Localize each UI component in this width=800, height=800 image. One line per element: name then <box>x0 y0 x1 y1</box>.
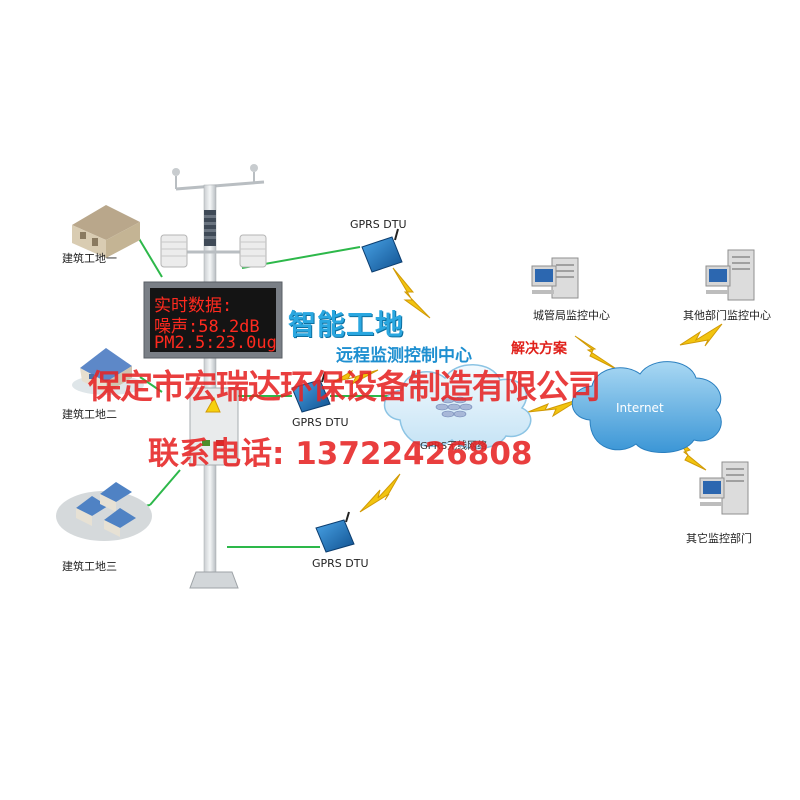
site-label-3: 建筑工地三 <box>62 560 117 573</box>
network-label: GPRS无线网络 <box>420 441 488 452</box>
monitor-station-2 <box>705 249 755 301</box>
monitor-station-3 <box>699 461 749 515</box>
monitor-label-2: 其他部门监控中心 <box>683 309 771 322</box>
gprs-dtu-middle <box>291 371 331 413</box>
monitor-station-1 <box>531 257 579 299</box>
site-label-1: 建筑工地一 <box>62 252 117 265</box>
sign-line-3: PM2.5:23.0ug <box>154 333 277 353</box>
building-site-1-illustration <box>72 205 140 258</box>
watermark-company: 保定市宏瑞达环保设备制造有限公司 <box>88 367 601 406</box>
monitor-label-1: 城管局监控中心 <box>533 309 610 322</box>
center-title: 智能工地 <box>288 308 405 341</box>
internet-cloud <box>571 361 722 454</box>
gprs-dtu-top <box>361 228 403 273</box>
sign-line-1: 实时数据: <box>154 296 233 316</box>
dtu-label-top: GPRS DTU <box>350 218 407 231</box>
building-site-3-illustration <box>56 482 152 541</box>
monitoring-pole <box>143 164 283 589</box>
building-site-2-illustration <box>72 348 144 395</box>
gprs-dtu-bottom <box>315 511 355 553</box>
sign-line-2: 噪声:58.2dB <box>154 317 260 337</box>
internet-label: Internet <box>616 401 664 415</box>
gprs-network-cloud <box>383 364 532 450</box>
solution-label: 解决方案 <box>511 341 567 357</box>
dtu-label-middle: GPRS DTU <box>292 416 349 429</box>
dtu-label-bottom: GPRS DTU <box>312 557 369 570</box>
watermark-phone: 联系电话: 13722426808 <box>148 436 533 472</box>
center-subtitle: 远程监测控制中心 <box>336 346 472 366</box>
site-label-2: 建筑工地二 <box>62 408 117 421</box>
monitor-label-3: 其它监控部门 <box>686 532 752 545</box>
